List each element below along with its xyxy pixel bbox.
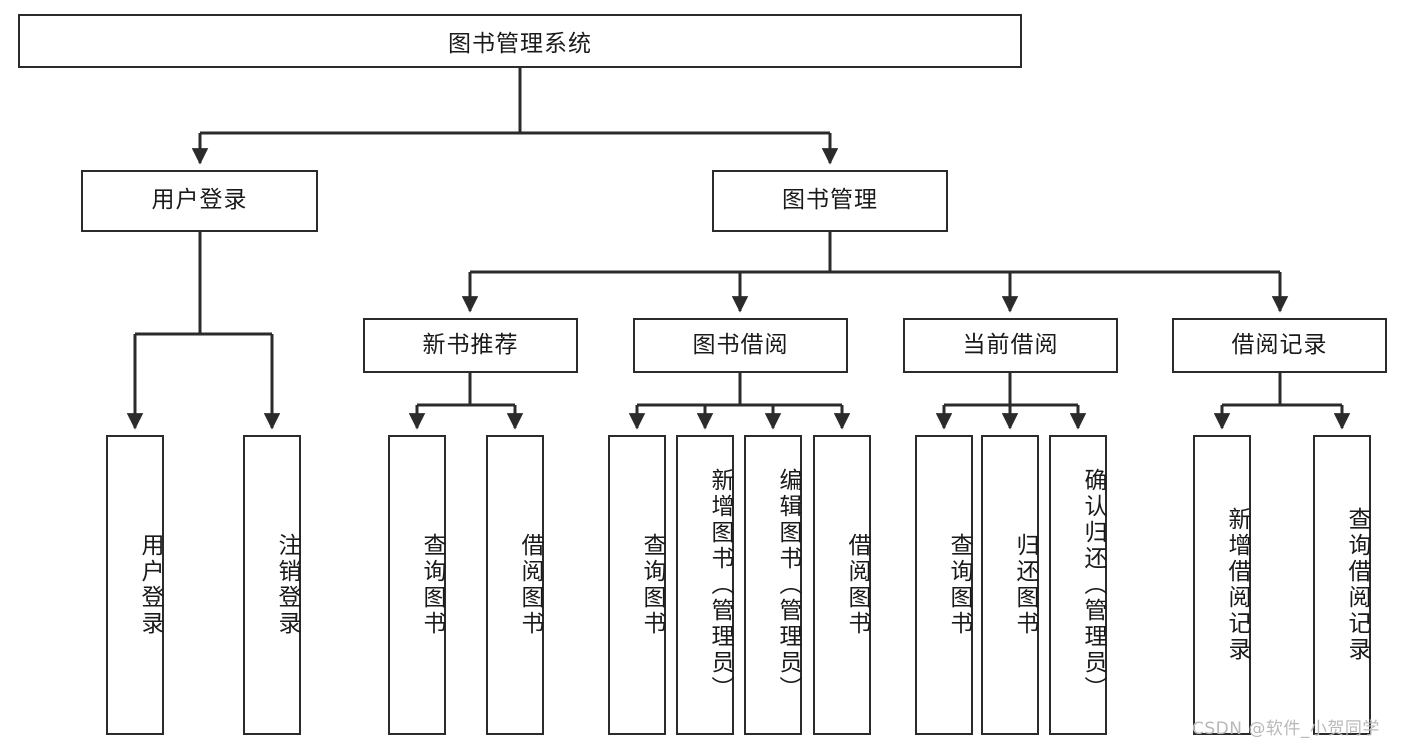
- leaf-borrow-book-recommend[interactable]: 借阅图书: [486, 435, 544, 735]
- node-label: 借阅记录: [1231, 331, 1328, 358]
- leaf-query-book[interactable]: 查询图书: [608, 435, 666, 735]
- node-label: 查询图书: [946, 533, 972, 637]
- node-label: 新增借阅记录: [1224, 507, 1250, 663]
- node-user-login[interactable]: 用户登录: [81, 170, 318, 232]
- node-label: 编辑图书（管理员）: [775, 468, 801, 702]
- node-label: 注销登录: [274, 533, 300, 637]
- leaf-user-login[interactable]: 用户登录: [106, 435, 164, 735]
- leaf-add-book-admin[interactable]: 新增图书（管理员）: [676, 435, 734, 735]
- node-label: 查询图书: [419, 533, 445, 637]
- node-label: 查询借阅记录: [1344, 507, 1370, 663]
- leaf-edit-book-admin[interactable]: 编辑图书（管理员）: [744, 435, 802, 735]
- node-current-borrow[interactable]: 当前借阅: [903, 318, 1118, 373]
- node-label: 借阅图书: [517, 533, 543, 637]
- leaf-confirm-return-admin[interactable]: 确认归还（管理员）: [1049, 435, 1107, 735]
- node-book-borrow[interactable]: 图书借阅: [633, 318, 848, 373]
- node-label: 新增图书（管理员）: [707, 468, 733, 702]
- node-label: 确认归还（管理员）: [1080, 468, 1106, 702]
- node-book-management-system[interactable]: 图书管理系统: [18, 14, 1022, 68]
- node-label: 查询图书: [639, 533, 665, 637]
- node-label: 当前借阅: [962, 331, 1059, 358]
- leaf-return-book[interactable]: 归还图书: [981, 435, 1039, 735]
- node-label: 用户登录: [137, 533, 163, 637]
- node-borrow-record[interactable]: 借阅记录: [1172, 318, 1387, 373]
- node-label: 归还图书: [1012, 533, 1038, 637]
- node-label: 图书借阅: [692, 331, 789, 358]
- node-label: 用户登录: [151, 187, 248, 214]
- node-new-book-recommend[interactable]: 新书推荐: [363, 318, 578, 373]
- leaf-query-book-current[interactable]: 查询图书: [915, 435, 973, 735]
- node-label: 新书推荐: [422, 331, 519, 358]
- node-label: 借阅图书: [844, 533, 870, 637]
- node-label: 图书管理系统: [448, 31, 592, 57]
- node-label: 图书管理: [782, 187, 878, 214]
- leaf-add-borrow-record[interactable]: 新增借阅记录: [1193, 435, 1251, 735]
- leaf-user-logout[interactable]: 注销登录: [243, 435, 301, 735]
- node-book-management[interactable]: 图书管理: [712, 170, 948, 232]
- leaf-query-borrow-record[interactable]: 查询借阅记录: [1313, 435, 1371, 735]
- leaf-query-book-recommend[interactable]: 查询图书: [388, 435, 446, 735]
- leaf-borrow-book[interactable]: 借阅图书: [813, 435, 871, 735]
- csdn-watermark: CSDN @软件_小贺同学: [1192, 719, 1380, 739]
